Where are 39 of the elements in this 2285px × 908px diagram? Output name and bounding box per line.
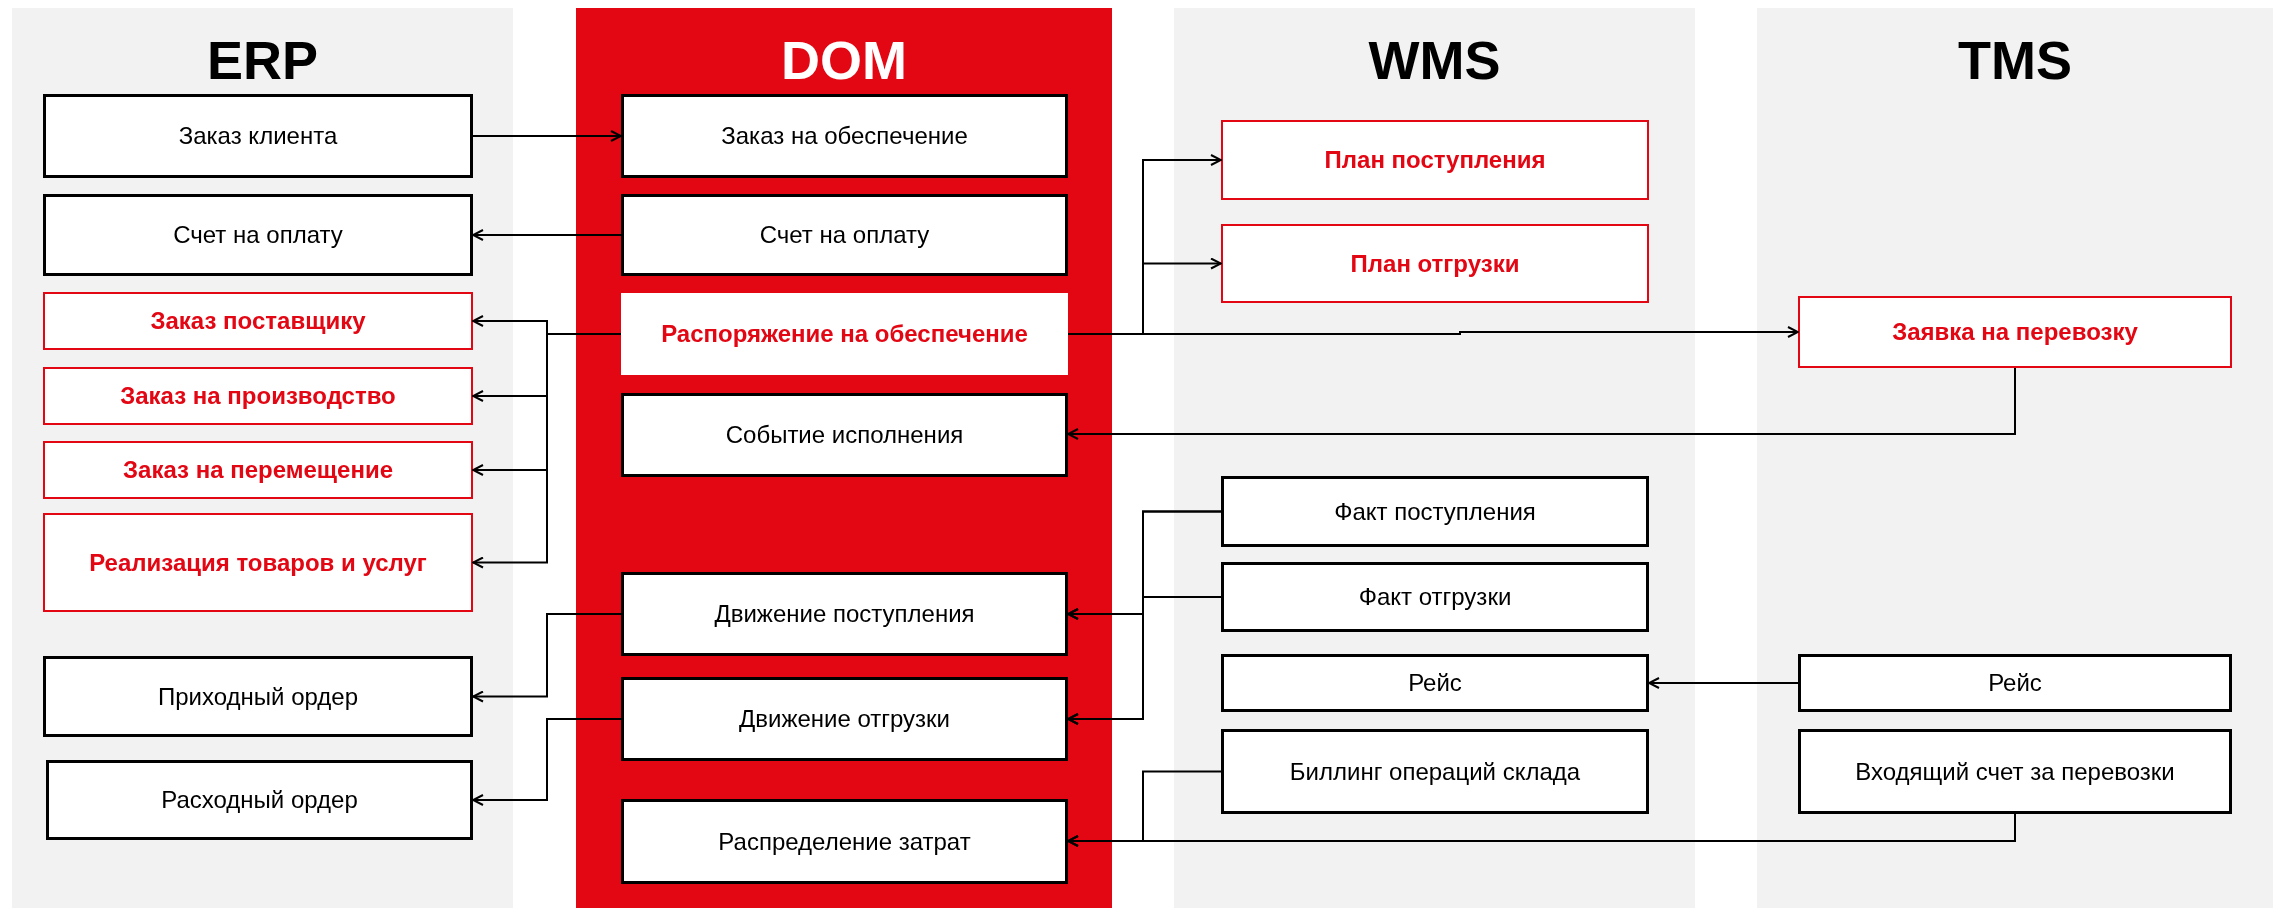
column-panel bbox=[1757, 8, 2273, 908]
column-heading: DOM bbox=[780, 30, 908, 90]
document-box: Счет на оплату bbox=[621, 194, 1068, 276]
document-box: Движение поступления bbox=[621, 572, 1068, 656]
document-box: Заказ на обеспечение bbox=[621, 94, 1068, 178]
document-box: Приходный ордер bbox=[43, 656, 473, 737]
connector-arrow bbox=[472, 229, 622, 241]
document-box: Распоряжение на обеспечение bbox=[621, 293, 1068, 375]
document-box: План отгрузки bbox=[1221, 224, 1649, 303]
document-box: Счет на оплату bbox=[43, 194, 473, 276]
column-heading: WMS bbox=[1367, 30, 1502, 90]
column-heading: ERP bbox=[205, 30, 319, 90]
document-box: Рейс bbox=[1798, 654, 2232, 712]
document-box: Событие исполнения bbox=[621, 393, 1068, 477]
document-box: Движение отгрузки bbox=[621, 677, 1068, 761]
document-box: Заказ на производство bbox=[43, 367, 473, 425]
document-box: Факт отгрузки bbox=[1221, 562, 1649, 632]
document-box: План поступления bbox=[1221, 120, 1649, 200]
document-box: Заказ поставщику bbox=[43, 292, 473, 350]
connector-arrow bbox=[1067, 813, 2016, 847]
column-panel bbox=[576, 8, 1112, 908]
column-panel bbox=[12, 8, 513, 908]
document-box: Входящий счет за перевозки bbox=[1798, 729, 2232, 814]
document-box: Заказ клиента bbox=[43, 94, 473, 178]
document-box: Заявка на перевозку bbox=[1798, 296, 2232, 368]
document-box: Реализация товаров и услуг bbox=[43, 513, 473, 612]
document-box: Заказ на перемещение bbox=[43, 441, 473, 499]
document-box: Биллинг операций склада bbox=[1221, 729, 1649, 814]
connector-arrow bbox=[472, 130, 622, 142]
document-box: Рейс bbox=[1221, 654, 1649, 712]
column-panel bbox=[1174, 8, 1695, 908]
document-box: Факт поступления bbox=[1221, 476, 1649, 547]
connector-arrow bbox=[472, 718, 622, 806]
document-box: Распределение затрат bbox=[621, 799, 1068, 884]
column-heading: TMS bbox=[1957, 30, 2073, 90]
connector-arrow bbox=[1067, 367, 2016, 440]
document-box: Расходный ордер bbox=[46, 760, 473, 840]
connector-arrow bbox=[1648, 677, 1799, 689]
connector-arrow bbox=[472, 613, 622, 703]
